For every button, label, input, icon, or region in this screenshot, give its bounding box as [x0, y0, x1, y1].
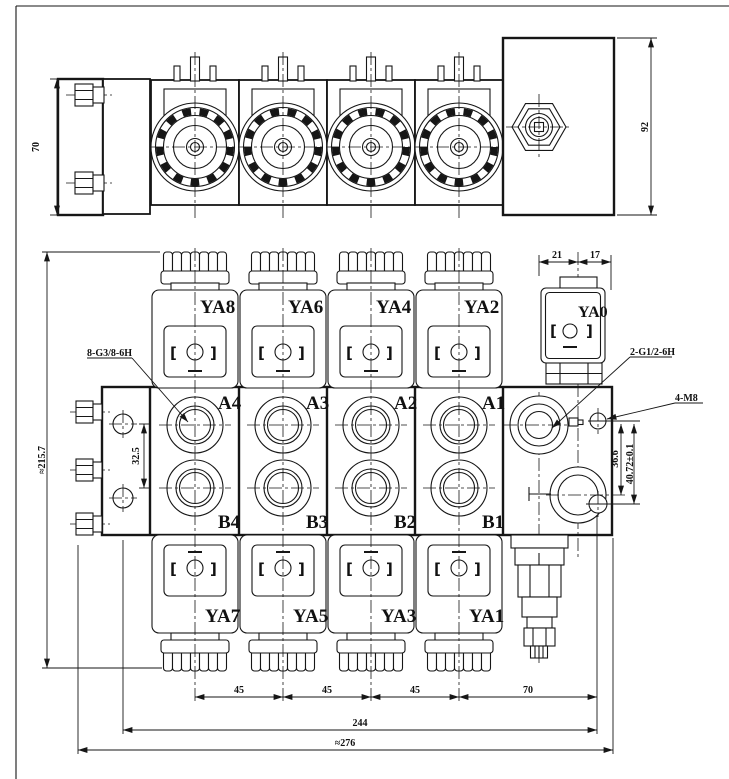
pilot-solenoid: YA0 [ ] — [540, 276, 608, 385]
connector-pin — [385, 65, 393, 82]
din-bracket-left: [ — [170, 560, 177, 578]
port-a-label: A3 — [306, 393, 329, 414]
din-bracket-right: ] — [298, 560, 305, 578]
dim-label-215-7: ≈215.7 — [37, 446, 48, 474]
connector-pin — [209, 65, 217, 82]
din-bracket-left: [ — [346, 560, 353, 578]
mounting-bolt — [70, 400, 110, 424]
dim-label-36-6: 36.6 — [610, 450, 621, 468]
front-view-bolts — [70, 400, 110, 536]
port-a-label: A4 — [218, 393, 242, 414]
dim-label-92: 92 — [640, 122, 651, 132]
dim-label-32-5: 32.5 — [131, 447, 142, 465]
dim-pilot-offsets: 21 17 — [538, 250, 612, 290]
din-bracket-right: ] — [474, 560, 481, 578]
din-bracket-left: [ — [434, 560, 441, 578]
solenoid-label-bottom: YA1 — [469, 606, 504, 627]
pilot-cap — [559, 276, 598, 289]
coil-module-3 — [326, 52, 416, 218]
front-end-block — [504, 252, 640, 663]
thread-callouts: 8-G3/8-6H 2-G1/2-6H 4-M8 — [87, 347, 703, 429]
mounting-bolt — [70, 512, 110, 536]
din-center-pin — [562, 323, 578, 339]
din-bracket-right: ] — [474, 344, 481, 362]
connector-pin — [173, 65, 181, 82]
din-bracket-right: ] — [586, 322, 593, 340]
din-bracket-left: [ — [346, 344, 353, 362]
top-end-block — [501, 36, 616, 217]
port-b-label: B1 — [482, 512, 504, 533]
din-bracket-right: ] — [210, 560, 217, 578]
port-b-label: B3 — [306, 512, 328, 533]
dim-label-244: 244 — [353, 718, 368, 729]
solenoid-label-ya0: YA0 — [578, 304, 608, 321]
port-b-label: B4 — [218, 512, 241, 533]
dim-label-17: 17 — [590, 250, 600, 261]
dim-end-block-height: 92 — [617, 37, 657, 216]
din-bracket-right: ] — [386, 560, 393, 578]
drawing-frame — [15, 5, 729, 779]
label-main-port-thread: 2-G1/2-6H — [630, 347, 675, 358]
dim-label-45c: 45 — [410, 685, 420, 696]
top-view-coils — [150, 52, 504, 218]
top-view-bolts — [66, 83, 112, 195]
din-bracket-left: [ — [550, 322, 557, 340]
coil-module-1 — [150, 52, 240, 218]
connector-pin — [349, 65, 357, 82]
mounting-bolt — [70, 458, 110, 482]
dim-overall-height: ≈215.7 — [37, 251, 162, 669]
din-bracket-left: [ — [170, 344, 177, 362]
plate-mounting-holes — [109, 410, 137, 512]
connector-pin — [437, 65, 445, 82]
dim-top-plate-height: 70 — [31, 78, 62, 216]
solenoid-label-top: YA6 — [288, 297, 323, 318]
connector-pin — [261, 65, 269, 82]
solenoid-label-top: YA4 — [376, 297, 412, 318]
plug-fitting — [568, 417, 579, 427]
front-view: YA8[]A4B4[]YA7YA6[]A3B3[]YA5YA4[]A2B2[]Y… — [37, 248, 703, 754]
solenoid-label-top: YA8 — [200, 297, 235, 318]
dim-label-21: 21 — [552, 250, 562, 261]
connector-pin — [473, 65, 481, 82]
solenoid-label-top: YA2 — [464, 297, 499, 318]
coil-module-2 — [238, 52, 328, 218]
dim-label-45a: 45 — [234, 685, 244, 696]
top-view: 70 92 — [31, 36, 657, 218]
dim-label-70: 70 — [523, 685, 533, 696]
dim-label-276: ≈276 — [335, 738, 356, 749]
dim-ab-spacing: 32.5 — [131, 423, 151, 489]
solenoid-label-bottom: YA7 — [205, 606, 241, 627]
mounting-bolt — [66, 83, 112, 107]
solenoid-label-bottom: YA5 — [293, 606, 328, 627]
label-mounting-thread: 4-M8 — [675, 393, 698, 404]
dim-label-40-72: 40.72±0.1 — [625, 444, 636, 485]
din-bracket-left: [ — [258, 344, 265, 362]
solenoid-label-bottom: YA3 — [381, 606, 416, 627]
dim-hole-offsets: 36.6 40.72±0.1 — [610, 423, 637, 505]
mounting-bolt — [66, 171, 112, 195]
dim-label-70: 70 — [31, 142, 42, 152]
din-bracket-left: [ — [258, 560, 265, 578]
top-spacer-block — [102, 78, 151, 215]
port-a-label: A2 — [394, 393, 417, 414]
label-work-port-thread: 8-G3/8-6H — [87, 348, 132, 359]
din-bracket-right: ] — [210, 344, 217, 362]
din-bracket-left: [ — [434, 344, 441, 362]
connector-pin — [297, 65, 305, 82]
dim-bottom-chain: 45 45 45 70 244 ≈276 — [77, 516, 614, 754]
din-bracket-right: ] — [386, 344, 393, 362]
valve-sections: YA8[]A4B4[]YA7YA6[]A3B3[]YA5YA4[]A2B2[]Y… — [151, 248, 505, 703]
port-b-label: B2 — [394, 512, 416, 533]
relief-valve — [510, 534, 569, 659]
din-bracket-right: ] — [298, 344, 305, 362]
dim-label-45b: 45 — [322, 685, 332, 696]
port-a-label: A1 — [482, 393, 505, 414]
coil-module-4 — [414, 52, 504, 218]
